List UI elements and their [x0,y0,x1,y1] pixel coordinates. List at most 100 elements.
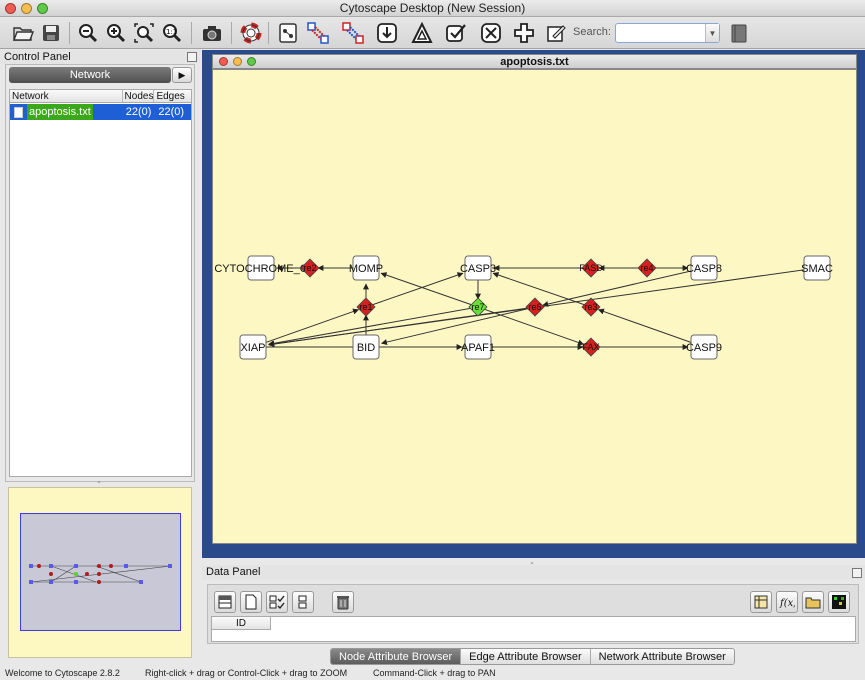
book-icon[interactable] [726,20,752,46]
close-network-window-button[interactable] [219,57,228,66]
zoom-window-button[interactable] [37,3,48,14]
maximize-network-window-button[interactable] [247,57,256,66]
minimize-network-window-button[interactable] [233,57,242,66]
reaction-diamond[interactable] [468,297,488,317]
zoom-in-icon[interactable] [103,20,129,46]
camera-icon[interactable] [199,20,225,46]
column-header-network[interactable]: Network [10,90,123,102]
edit-icon[interactable] [543,20,569,46]
undock-icon[interactable] [187,52,197,62]
new-attribute-icon[interactable] [240,591,262,613]
tab-edge-attribute-browser[interactable]: Edge Attribute Browser [461,649,591,664]
reaction-diamond[interactable] [637,258,657,278]
column-header-id[interactable]: ID [212,617,271,630]
tab-node-attribute-browser[interactable]: Node Attribute Browser [331,649,462,664]
node-shape[interactable] [464,334,492,360]
graph-node[interactable]: CASP8 [686,255,722,281]
node-shape[interactable] [239,334,267,360]
zoom-selected-icon[interactable]: 1:1 [159,20,185,46]
import-icon[interactable] [374,20,400,46]
reaction-diamond[interactable] [581,297,601,317]
splitter-handle[interactable]: ⁃ [530,559,534,568]
graph-node[interactable]: APAF1 [461,334,495,360]
node-shape[interactable] [247,255,275,281]
next-tab-arrow-icon[interactable]: ▶ [172,67,192,83]
node-shape[interactable] [690,334,718,360]
column-header-edges[interactable]: Edges [156,91,185,102]
select-all-icon[interactable] [266,591,288,613]
table-row[interactable]: apoptosis.txt 22(0) 22(0) [10,104,191,120]
node-shape[interactable] [352,334,380,360]
graph-node[interactable]: CASP3 [460,255,496,281]
add-icon[interactable] [511,20,537,46]
reaction-node[interactable]: re3 [581,297,601,317]
graph-node[interactable]: CASP9 [686,334,722,360]
check-icon[interactable] [443,20,469,46]
edge[interactable] [597,308,705,348]
overview-viewport[interactable] [20,513,181,631]
reaction-diamond[interactable] [581,258,601,278]
expand-icon[interactable] [478,20,504,46]
heatmap-icon[interactable] [828,591,850,613]
network-view-icon[interactable] [275,20,301,46]
reaction-diamond[interactable] [525,297,545,317]
open-folder-icon[interactable] [10,20,36,46]
edge[interactable] [492,272,592,308]
show-edges-icon[interactable] [340,20,366,46]
chevron-down-icon[interactable]: ▼ [705,24,719,42]
search-box[interactable]: ▼ [615,23,720,43]
reaction-node[interactable]: re1 [356,297,376,317]
node-label: XIAP [240,342,265,354]
zoom-out-icon[interactable] [75,20,101,46]
reaction-node[interactable]: re2 [300,258,320,278]
splitter-handle[interactable]: ⁃ [97,478,101,487]
reaction-node[interactable]: re7 [468,297,488,317]
column-header-nodes[interactable]: Nodes [124,90,155,102]
node-shape[interactable] [803,255,831,281]
network-graph[interactable]: CYTOCHROME_C MOMP CASP3 CASP8 SMAC XIAP BID APA… [213,70,857,544]
select-attributes-icon[interactable] [214,591,236,613]
tab-network-attribute-browser[interactable]: Network Attribute Browser [590,649,734,664]
reaction-node[interactable]: FASD [579,258,603,278]
edge[interactable] [380,272,479,308]
edge[interactable] [380,306,536,345]
reaction-node[interactable]: re6 [525,297,545,317]
node-shape[interactable] [464,255,492,281]
spreadsheet-icon[interactable] [750,591,772,613]
hide-edges-icon[interactable] [305,20,331,46]
open-folder-icon[interactable] [802,591,824,613]
deselect-icon[interactable] [292,591,314,613]
edge[interactable] [252,308,360,348]
reaction-diamond[interactable] [300,258,320,278]
reaction-label: re4 [640,263,653,273]
search-input[interactable] [616,24,705,42]
lifebuoy-icon[interactable] [238,20,264,46]
edge[interactable] [268,306,536,347]
graph-node[interactable]: CYTOCHROME_C [214,255,308,281]
tab-network[interactable]: Network [9,67,171,83]
reaction-diamond[interactable] [581,337,601,357]
node-shape[interactable] [352,255,380,281]
reaction-diamond[interactable] [356,297,376,317]
reaction-node[interactable]: FAX [581,337,601,357]
edge[interactable] [268,306,479,347]
node-label: CASP9 [686,342,722,354]
zoom-fit-icon[interactable] [131,20,157,46]
node-shape[interactable] [690,255,718,281]
reaction-node[interactable]: re4 [637,258,657,278]
network-canvas[interactable]: CYTOCHROME_C MOMP CASP3 CASP8 SMAC XIAP BID APA… [212,69,857,544]
function-icon[interactable]: f(x) [776,591,798,613]
trash-icon[interactable] [332,591,354,613]
graph-node[interactable]: MOMP [349,255,383,281]
title-bar: Cytoscape Desktop (New Session) [0,0,865,17]
minimize-window-button[interactable] [21,3,32,14]
undock-icon[interactable] [852,568,862,578]
edge[interactable] [542,267,705,307]
close-window-button[interactable] [5,3,16,14]
edge[interactable] [365,272,464,308]
graph-node[interactable]: BID [352,334,380,360]
graph-node[interactable]: XIAP [239,334,267,360]
graph-node[interactable]: SMAC [801,255,833,281]
layout-icon[interactable] [409,20,435,46]
save-icon[interactable] [38,20,64,46]
